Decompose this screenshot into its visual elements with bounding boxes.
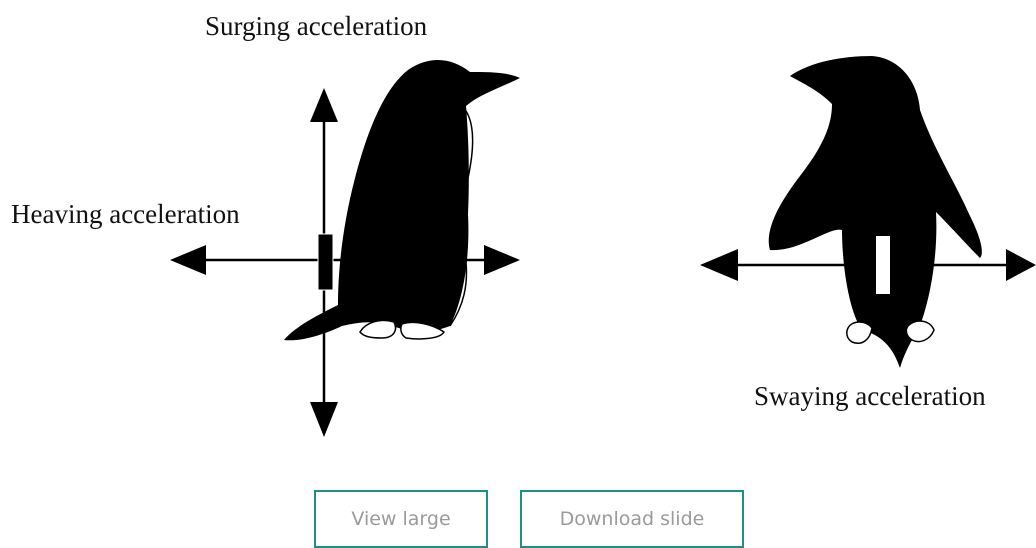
side-logger-device — [317, 233, 334, 291]
heave-arrow-left — [170, 245, 206, 275]
back-penguin-body — [768, 56, 982, 368]
side-penguin-belly-line — [449, 105, 474, 327]
view-large-button[interactable]: View large — [314, 490, 488, 548]
download-slide-button[interactable]: Download slide — [520, 490, 744, 548]
side-penguin-foot-right — [400, 321, 445, 340]
penguin-acceleration-figure: Surging acceleration Heaving acceleratio… — [11, 11, 1036, 437]
side-view-group — [170, 60, 520, 437]
side-penguin-flipper — [446, 196, 467, 285]
back-penguin-foot-left — [846, 321, 873, 344]
heaving-acceleration-label: Heaving acceleration — [11, 199, 240, 229]
sway-arrow-left — [700, 249, 738, 281]
swaying-acceleration-label: Swaying acceleration — [754, 381, 986, 411]
back-penguin-foot-right — [905, 320, 935, 343]
figure-drawing — [170, 56, 1036, 437]
surge-arrow-up — [310, 88, 338, 122]
back-view-group — [700, 56, 1036, 368]
back-logger-device — [876, 236, 890, 294]
heave-arrow-right — [484, 245, 520, 275]
sway-arrow-right — [1006, 249, 1036, 281]
surging-acceleration-label: Surging acceleration — [205, 11, 428, 41]
surge-arrow-down — [310, 402, 338, 437]
side-penguin-foot-left — [359, 319, 397, 339]
